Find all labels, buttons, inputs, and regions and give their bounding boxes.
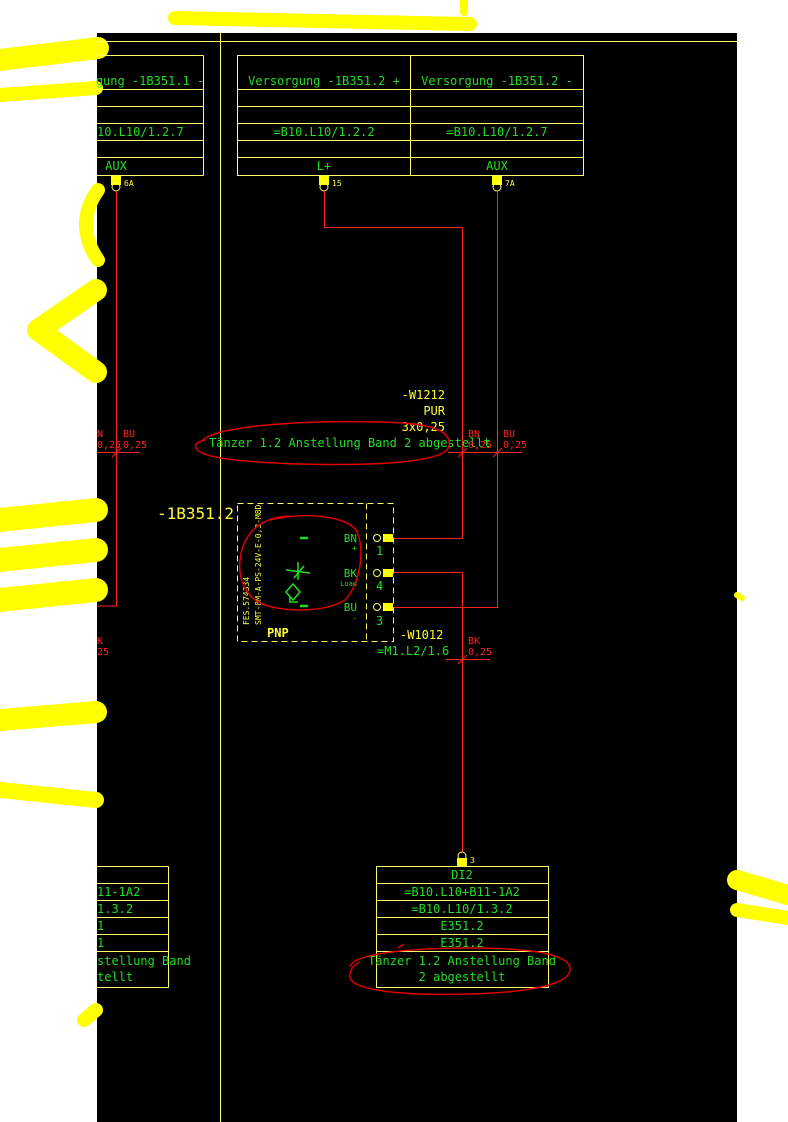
- input-right-row-2: =B10.L10+B11-1A2: [404, 885, 520, 899]
- cable-w1012-core-color: BK: [468, 636, 480, 647]
- sensor-pin-bn-label: BN: [344, 532, 357, 545]
- highlighter-top: [168, 11, 477, 31]
- core-bu-size: 0,25: [503, 440, 527, 451]
- cable-w1012-core-size: 0,25: [468, 647, 492, 658]
- input-left-row-1: 11-1A2: [97, 885, 140, 899]
- input-right-row-3: =B10.L10/1.3.2: [411, 902, 512, 916]
- wire-bu: [392, 191, 498, 608]
- wire-left-aux: [97, 191, 117, 607]
- sensor-pin-bn-sub: +: [352, 544, 357, 553]
- supply-right-ref: =B10.L10/1.2.7: [446, 125, 547, 139]
- left-core-n-color: N: [97, 429, 103, 440]
- highlighter-left-stroke-6: [0, 701, 107, 731]
- highlighter-left-wedge: [27, 279, 107, 383]
- supply-box-left: [97, 55, 204, 176]
- input-right-description-2: 2 abgestellt: [419, 970, 506, 984]
- core-bn-size: 0,25: [468, 440, 492, 451]
- annotation-circle-sensor: [238, 514, 362, 611]
- cable-w1212-type: PUR: [423, 404, 445, 418]
- wire-bn: [324, 191, 463, 539]
- sensor-tag: -1B351.2: [157, 504, 234, 523]
- sensor-pin-bk-sub: Load: [340, 580, 357, 588]
- left-w1012-core-size: 25: [97, 647, 109, 658]
- left-core-bu-size: 0,25: [123, 440, 147, 451]
- input-left-description-1: stellung Band: [97, 954, 191, 968]
- sensor-pin-bu-label: BU: [344, 601, 357, 614]
- wires: [97, 191, 522, 852]
- highlighter-left-stroke-3: [0, 498, 108, 532]
- highlighter-left-stroke-1: [0, 37, 109, 71]
- highlighter-left-stroke-7: [0, 782, 104, 808]
- supply-right-title: Versorgung -1B351.2 -: [421, 74, 573, 88]
- input-left-row-2: 1.3.2: [97, 902, 133, 916]
- cable-w1012-ref: =M1.L2/1.6: [377, 644, 449, 658]
- input-left-description-2: tellt: [97, 970, 133, 984]
- highlighter-left-stroke-5: [0, 578, 108, 612]
- left-core-bu-color: BU: [123, 429, 135, 440]
- highlighter-right-stroke-1: [727, 870, 788, 905]
- supply-left-pin: AUX: [105, 159, 127, 173]
- sensor-outline: [237, 503, 394, 642]
- terminal-di2[interactable]: [457, 851, 467, 866]
- supply-left-title: gung -1B351.1 -: [96, 74, 204, 88]
- input-right-row-4: E351.2: [440, 919, 483, 933]
- supply-left-ref: 10.L10/1.2.7: [97, 125, 184, 139]
- terminal-di2-label: 3: [470, 856, 475, 865]
- cable-w1212-spec: 3x0,25: [402, 420, 445, 434]
- highlighter-marks: [0, 0, 788, 1027]
- core-bu-color: BU: [503, 429, 515, 440]
- sensor-pin-bk-number: 4: [376, 579, 383, 593]
- red-annotations: [194, 420, 571, 996]
- cable-w1212-name: -W1212: [402, 388, 445, 402]
- core-bn-color: BN: [468, 429, 480, 440]
- sensor-pin-bu-number: 3: [376, 614, 383, 628]
- cable-w1212-description: Tänzer 1.2 Anstellung Band 2 abgestellt: [209, 436, 491, 450]
- supply-box-mid-right: [237, 55, 584, 176]
- supply-mid-title: Versorgung -1B351.2 +: [248, 74, 400, 88]
- annotation-circle-input: [349, 947, 571, 996]
- highlighter-left-stroke-2: [0, 81, 103, 102]
- input-box-right: [376, 866, 549, 988]
- input-left-row-4: 1: [97, 936, 104, 950]
- sensor-pin-bk-label: BK: [344, 567, 358, 580]
- supply-mid-ref: =B10.L10/1.2.2: [273, 125, 374, 139]
- input-right-description-1: Tänzer 1.2 Anstellung Band: [368, 954, 556, 968]
- annotation-circle-cable: [194, 420, 450, 466]
- sensor-pin-bn-number: 1: [376, 544, 383, 558]
- highlighter-right-stroke-2: [730, 903, 788, 925]
- sensor-symbol: [285, 536, 311, 608]
- highlighter-left-stroke-4: [0, 538, 108, 572]
- terminal-mid-label: 15: [332, 179, 342, 188]
- supply-mid-pin: L+: [317, 159, 331, 173]
- supply-right-pin: AUX: [486, 159, 508, 173]
- sensor-pin-bu-sub: -: [352, 614, 357, 623]
- input-right-row-5: E351.2: [440, 936, 483, 950]
- sensor-order-number: FES.574334: [242, 577, 251, 625]
- annotation-tick: [397, 943, 405, 949]
- frame-lines: [97, 33, 737, 1122]
- drawing-area: [97, 33, 737, 1122]
- sensor-output-type: PNP: [267, 626, 289, 640]
- cable-slashes: [111, 447, 503, 665]
- input-right-row-1: DI2: [451, 868, 473, 882]
- input-left-row-3: 1: [97, 919, 104, 933]
- left-w1012-core-color: K: [97, 636, 103, 647]
- input-box-left: [97, 866, 169, 988]
- highlighter-left-curve: [78, 183, 105, 267]
- sensor-part-number: SMT-8M-A-PS-24V-E-0,3-M8D: [254, 504, 263, 625]
- wire-bk: [392, 572, 463, 852]
- cable-w1012-name: -W1012: [400, 628, 443, 642]
- highlighter-left-stroke-8: [77, 1003, 103, 1027]
- left-core-n-size: 0,25: [97, 440, 121, 451]
- highlighter-right-tick: [734, 592, 745, 601]
- terminal-right-label: 7A: [505, 179, 515, 188]
- sensor-connectors[interactable]: [373, 534, 394, 611]
- terminal-left-label: 6A: [124, 179, 134, 188]
